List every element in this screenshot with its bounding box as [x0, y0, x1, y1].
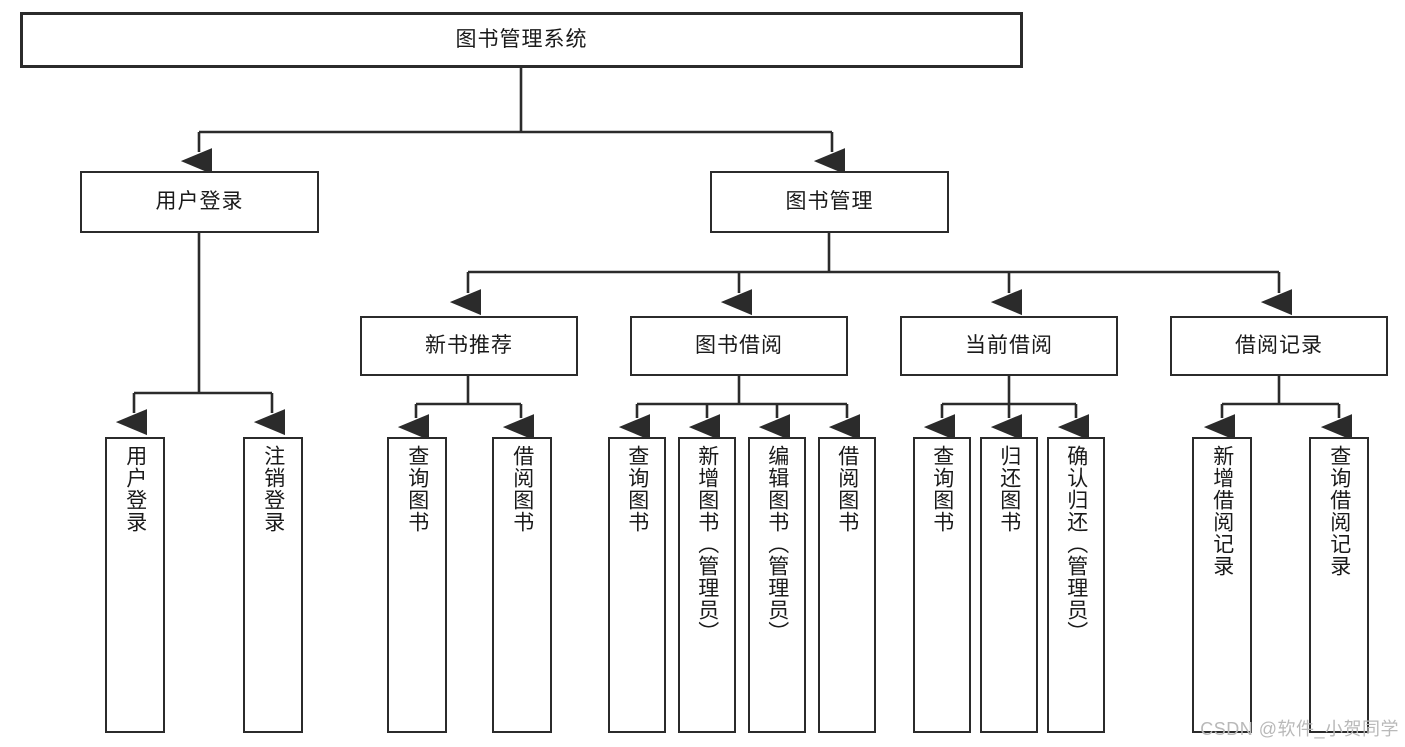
leaf-query-book-3[interactable]: 查询图书 [913, 437, 971, 733]
leaf-user-login[interactable]: 用户登录 [105, 437, 165, 733]
leaf-add-book[interactable]: 新增图书（管理员） [678, 437, 736, 733]
node-root-label: 图书管理系统 [455, 27, 588, 51]
leaf-borrow-book-2-label: 借阅图书 [835, 445, 859, 533]
leaf-return-book[interactable]: 归还图书 [980, 437, 1038, 733]
node-user-login-label: 用户登录 [155, 189, 244, 213]
node-user-login[interactable]: 用户登录 [80, 171, 319, 233]
leaf-query-record[interactable]: 查询借阅记录 [1309, 437, 1369, 733]
leaf-add-book-label: 新增图书（管理员） [695, 445, 719, 643]
node-book-borrow[interactable]: 图书借阅 [630, 316, 848, 376]
leaf-user-logout-label: 注销登录 [261, 445, 285, 533]
node-current-borrow-label: 当前借阅 [965, 333, 1053, 357]
leaf-add-record[interactable]: 新增借阅记录 [1192, 437, 1252, 733]
leaf-confirm-return-label: 确认归还（管理员） [1064, 445, 1088, 643]
leaf-query-record-label: 查询借阅记录 [1327, 445, 1351, 577]
leaf-query-book-3-label: 查询图书 [930, 445, 954, 533]
node-book-manage-label: 图书管理 [785, 189, 874, 213]
node-new-book-recommend-label: 新书推荐 [425, 333, 513, 357]
leaf-add-record-label: 新增借阅记录 [1210, 445, 1234, 577]
leaf-query-book-2[interactable]: 查询图书 [608, 437, 666, 733]
node-book-borrow-label: 图书借阅 [695, 333, 783, 357]
node-current-borrow[interactable]: 当前借阅 [900, 316, 1118, 376]
leaf-borrow-book-1-label: 借阅图书 [510, 445, 534, 533]
leaf-borrow-book-2[interactable]: 借阅图书 [818, 437, 876, 733]
leaf-confirm-return[interactable]: 确认归还（管理员） [1047, 437, 1105, 733]
leaf-return-book-label: 归还图书 [997, 445, 1021, 533]
node-root[interactable]: 图书管理系统 [20, 12, 1023, 68]
leaf-query-book-1[interactable]: 查询图书 [387, 437, 447, 733]
leaf-edit-book[interactable]: 编辑图书（管理员） [748, 437, 806, 733]
node-borrow-record-label: 借阅记录 [1235, 333, 1323, 357]
leaf-edit-book-label: 编辑图书（管理员） [765, 445, 789, 643]
watermark-text: CSDN @软件_小贺同学 [1200, 719, 1399, 739]
leaf-user-login-label: 用户登录 [123, 445, 147, 533]
node-book-manage[interactable]: 图书管理 [710, 171, 949, 233]
node-new-book-recommend[interactable]: 新书推荐 [360, 316, 578, 376]
leaf-query-book-1-label: 查询图书 [405, 445, 429, 533]
leaf-borrow-book-1[interactable]: 借阅图书 [492, 437, 552, 733]
leaf-query-book-2-label: 查询图书 [625, 445, 649, 533]
leaf-user-logout[interactable]: 注销登录 [243, 437, 303, 733]
node-borrow-record[interactable]: 借阅记录 [1170, 316, 1388, 376]
